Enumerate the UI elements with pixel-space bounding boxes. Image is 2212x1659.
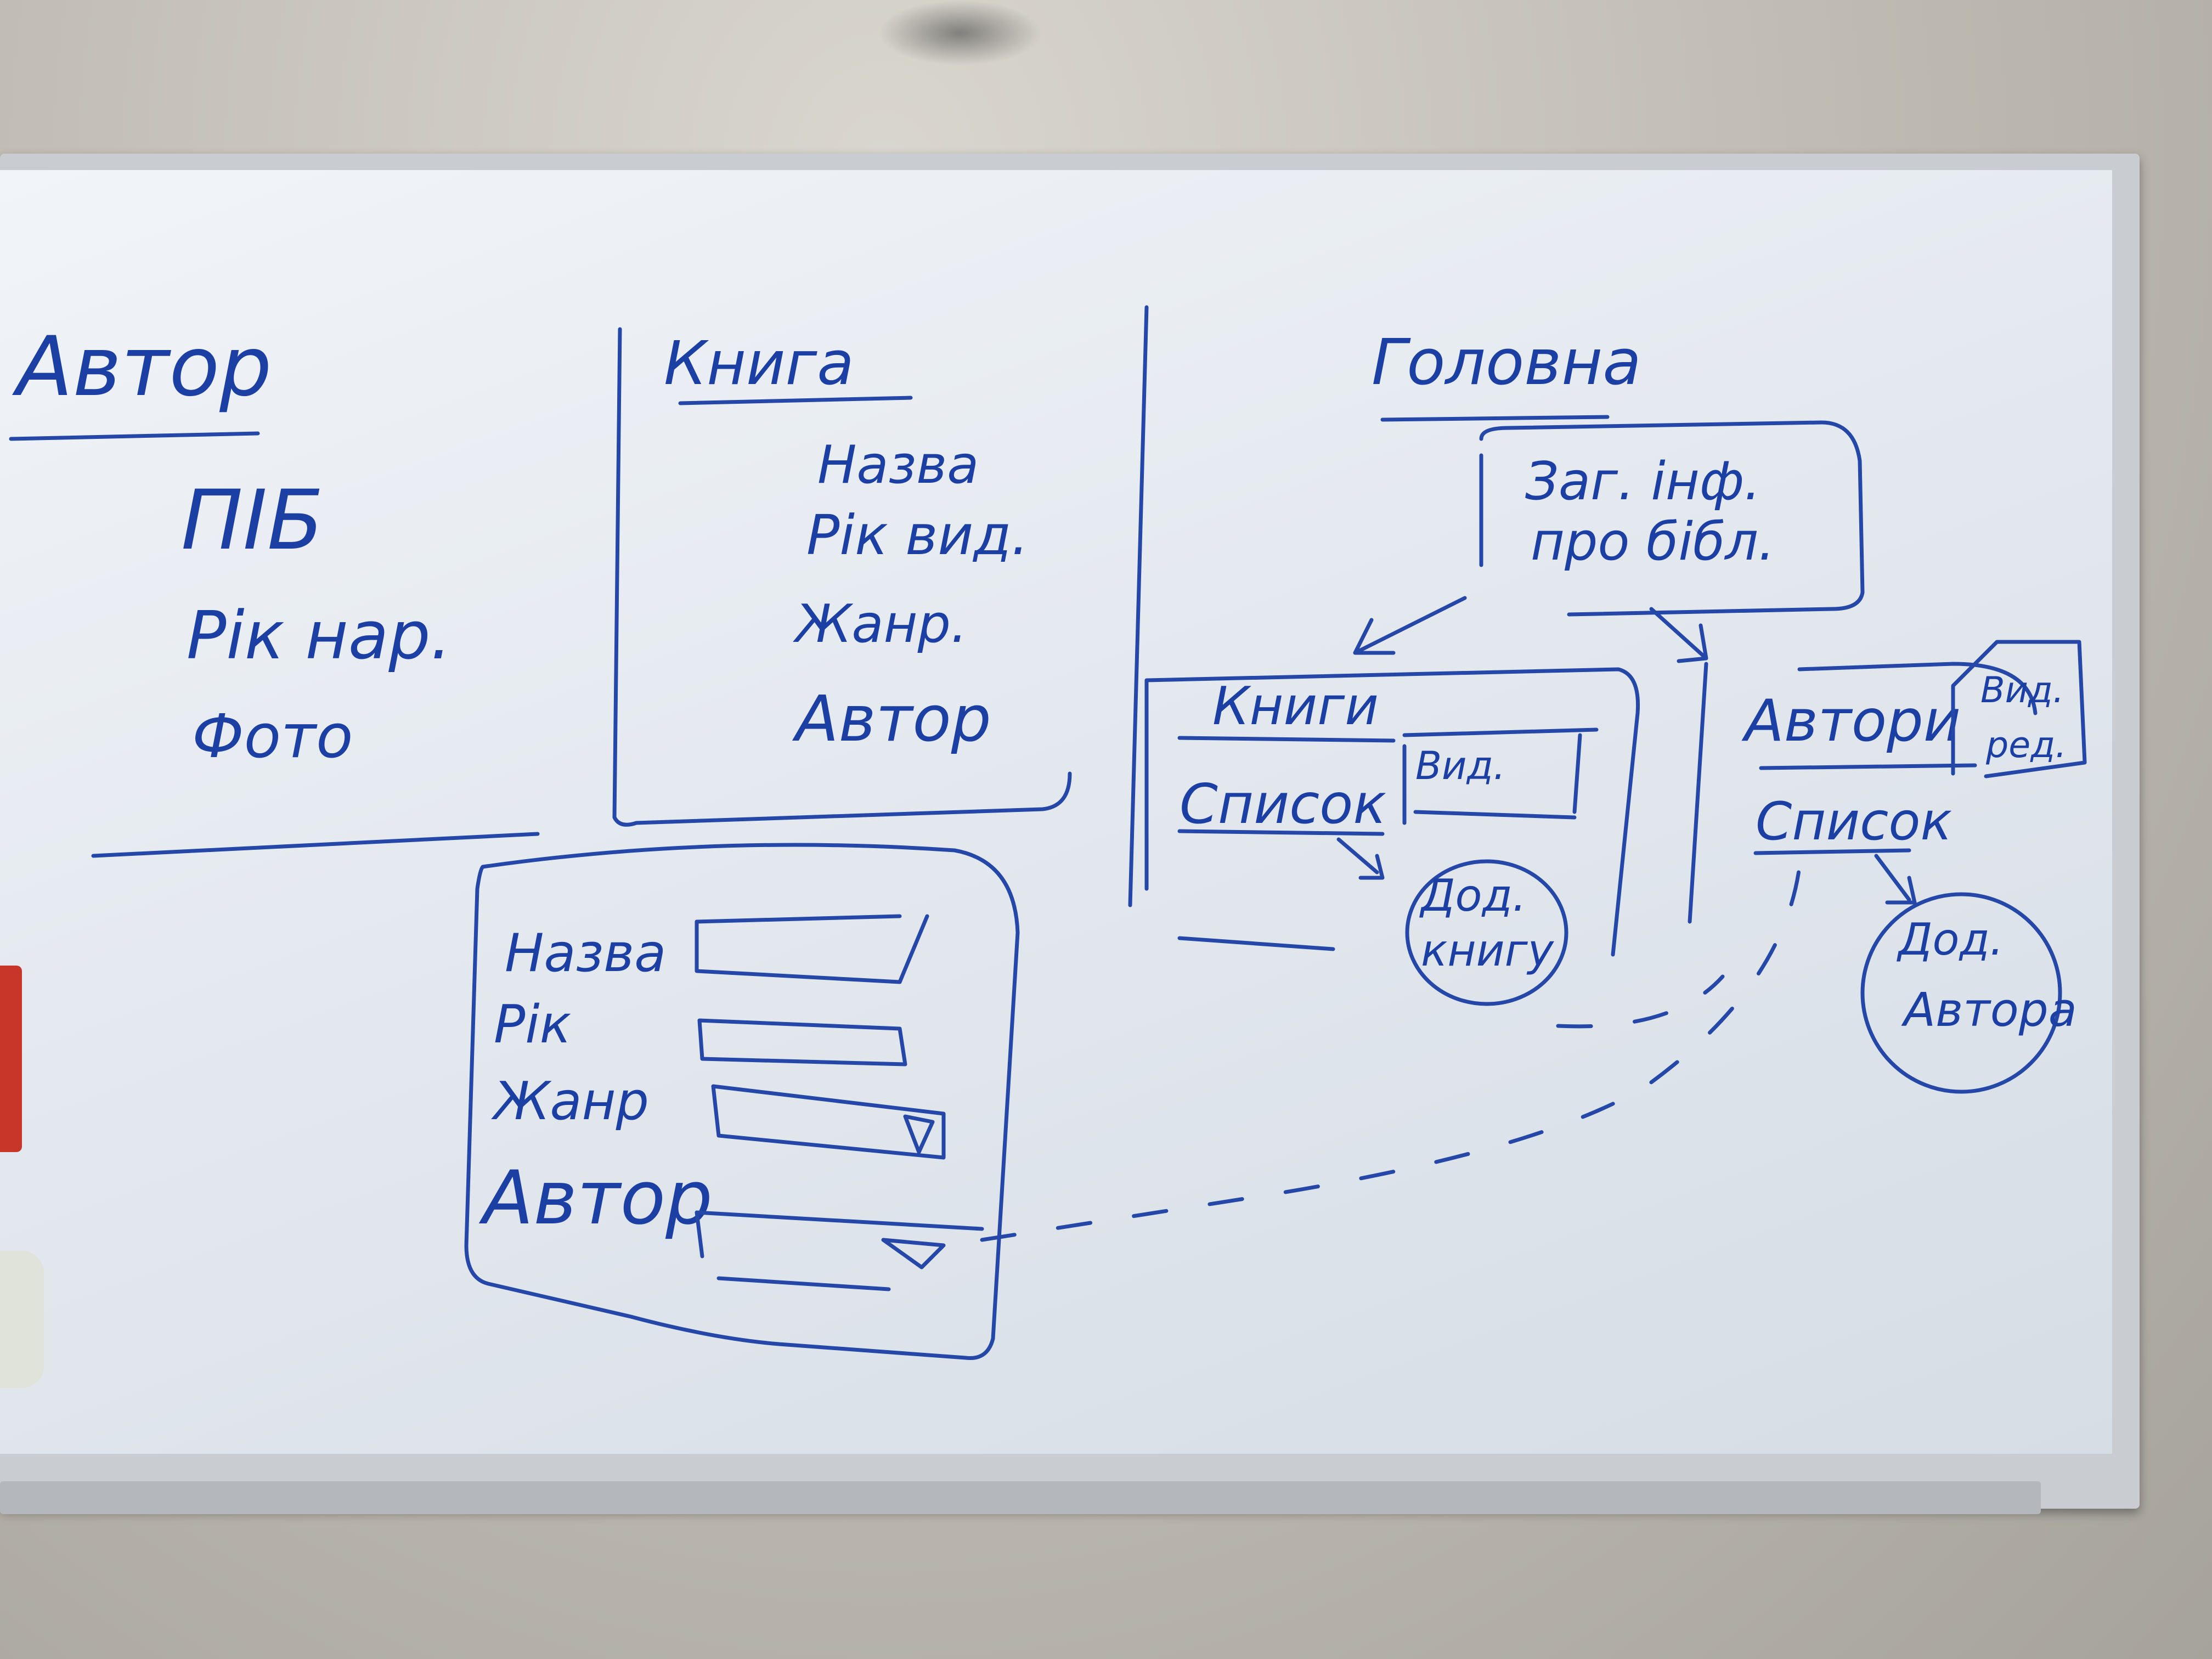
info-box-line-1: Заг. інф. [1525, 452, 1760, 512]
form-label-author: Автор [478, 1155, 713, 1241]
authors-delete-edit-box[interactable] [1951, 640, 2087, 778]
book-title: Книга [664, 328, 854, 398]
author-title-underline [9, 431, 260, 441]
marker-tray [0, 1481, 2041, 1514]
add-book-line-2: книгу [1421, 925, 1555, 976]
add-author-line-1: Дод. [1897, 914, 2004, 965]
form-select-author[interactable] [695, 1210, 984, 1291]
wall-shadow [878, 0, 1042, 66]
authors-box-title: Автори [1741, 687, 1961, 754]
book-title-underline [678, 396, 913, 405]
info-box-border [1479, 420, 1865, 617]
books-box-border [1144, 667, 1640, 957]
authors-edit-label: ред. [1985, 725, 2067, 766]
author-bottom-line [91, 832, 540, 858]
grey-object [0, 1251, 44, 1388]
author-dropdown-arrow-icon[interactable] [881, 1238, 946, 1269]
authors-list-label: Список [1756, 792, 1952, 852]
books-delete-label: Вид. [1415, 743, 1505, 788]
info-box-line-2: про бібл. [1531, 512, 1775, 572]
book-field-genre: Жанр. [793, 594, 967, 654]
author-title: Автор [12, 319, 272, 415]
add-book-circle[interactable] [1405, 859, 1568, 1006]
form-label-title: Назва [505, 923, 666, 984]
arrow-to-books [1353, 596, 1467, 655]
genre-dropdown-arrow-icon[interactable] [903, 1114, 935, 1154]
book-section-border [612, 327, 1072, 827]
add-author-line-2: Автора [1901, 983, 2077, 1037]
books-list-label: Список [1180, 772, 1386, 836]
form-label-year: Рік [494, 995, 571, 1055]
add-book-line-1: Дод. [1419, 870, 1526, 921]
main-title: Головна [1372, 326, 1641, 399]
red-object [0, 966, 22, 1152]
author-field-birth-year: Рік нар. [187, 598, 452, 674]
add-author-circle[interactable] [1860, 892, 2062, 1094]
form-input-year[interactable] [697, 1018, 907, 1066]
dashed-link-form-to-authors [980, 865, 1802, 1242]
section-divider [1128, 305, 1149, 907]
book-field-publish-year: Рік вид. [806, 503, 1029, 567]
arrow-to-add-author [1874, 854, 1917, 905]
form-sketch-border [464, 843, 1020, 1361]
author-field-photo: Фото [192, 701, 353, 771]
authors-box-border [1688, 662, 1708, 924]
arrow-to-add-book [1336, 837, 1385, 880]
form-label-genre: Жанр [491, 1071, 649, 1132]
books-delete-box[interactable] [1402, 727, 1599, 825]
whiteboard-surface [0, 170, 2112, 1454]
book-field-title: Назва [817, 435, 979, 495]
books-box-title: Книги [1212, 676, 1379, 737]
form-select-genre[interactable] [711, 1084, 946, 1160]
authors-delete-label: Вид. [1980, 670, 2064, 711]
author-field-name: ПІБ [181, 473, 324, 568]
main-title-underline [1380, 415, 1610, 422]
arrow-to-authors [1649, 607, 1708, 663]
books-box-title-underline [1177, 736, 1396, 743]
form-input-title[interactable] [695, 914, 929, 984]
book-field-author: Автор [792, 682, 991, 756]
